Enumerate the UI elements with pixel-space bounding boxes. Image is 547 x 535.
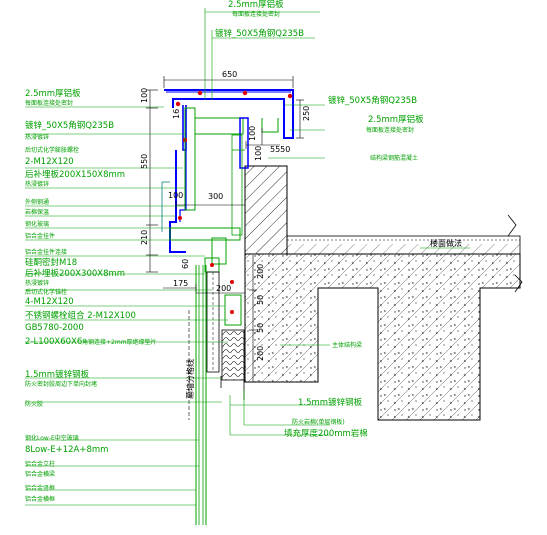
dim-50b: 50 bbox=[256, 323, 265, 333]
bolt-m18: 硅酮密封M18 bbox=[25, 257, 77, 268]
curtain-wall-mullion bbox=[195, 265, 220, 525]
r-plate-note: 每面板连接处密封 bbox=[366, 126, 414, 134]
steel-angle-frame bbox=[169, 107, 245, 326]
left-callouts: 2.5mm厚铝板 每面板连接处密封 镀锌_50X5角钢Q235B 热浸镀锌 后切… bbox=[25, 88, 157, 503]
dim-100d: 100 bbox=[254, 146, 263, 161]
r-galv: 1.5mm镀锌钢板 bbox=[298, 397, 363, 408]
r-angle: 镀锌_50X5角钢Q235B bbox=[328, 95, 417, 106]
top-plate-spec: 2.5mm厚铝板 bbox=[228, 0, 284, 10]
fire-seal: 铝合金挂件连接 bbox=[25, 248, 67, 256]
r-plate: 2.5mm厚铝板 bbox=[368, 114, 424, 125]
dim-175: 175 bbox=[173, 279, 188, 288]
gb-std: GB5780-2000 bbox=[25, 323, 84, 333]
fire-rock-wool bbox=[220, 329, 245, 400]
transom-note: 铝合金横框 bbox=[25, 495, 55, 503]
embed-plate2-note: 热浸镀锌 bbox=[25, 279, 49, 287]
dimension-lines bbox=[146, 76, 304, 383]
lowe-glass: 钢化Low-E中空玻璃 bbox=[25, 434, 79, 442]
dim-300: 300 bbox=[208, 192, 223, 201]
stone-wool: 岩棉保温 bbox=[25, 208, 49, 216]
alu-plate-spec: 2.5mm厚铝板 bbox=[25, 88, 81, 99]
angle-l100-note: 角钢连接+2mm厚绝缘垫片 bbox=[82, 338, 157, 346]
fireproof: 防火胶 bbox=[25, 400, 43, 408]
angle-steel: 镀锌_50X5角钢Q235B bbox=[25, 120, 114, 131]
joint: 铝合金挂件 bbox=[25, 232, 55, 240]
embed-plate: 后补埋板200X150X8mm bbox=[25, 169, 125, 180]
dim-650: 650 bbox=[222, 70, 237, 79]
dim-16: 16 bbox=[172, 109, 181, 119]
section-markers bbox=[161, 181, 190, 420]
dim-250: 250 bbox=[302, 106, 311, 121]
dim-100: 100 bbox=[140, 88, 149, 103]
r-structure: 结构梁钢筋混凝土 bbox=[370, 154, 418, 162]
dim-5550: 5550 bbox=[270, 145, 290, 154]
bolt-m12: 2-M12X120 bbox=[25, 157, 74, 167]
angle-steel-note: 热浸镀锌 bbox=[25, 133, 49, 141]
embed-plate2: 后补埋板200X300X8mm bbox=[25, 268, 125, 279]
top-labels: 2.5mm厚铝板 每面板连接处密封 镀锌_50X5角钢Q235B bbox=[215, 0, 304, 39]
dimension-text: 650 100 16 250 100 5550 100 550 100 300 … bbox=[140, 70, 311, 361]
mullion: 铝合金立柱 bbox=[25, 460, 55, 468]
dim-50a: 50 bbox=[256, 295, 265, 305]
r-fire2: 填充厚度200mm岩棉 bbox=[284, 428, 368, 439]
ss-bolt: 不锈钢螺栓组合 2-M12X100 bbox=[25, 310, 136, 321]
aluminium-coping-profile bbox=[164, 89, 294, 253]
top-plate-note: 每面板连接处密封 bbox=[232, 10, 280, 18]
dim-200b: 200 bbox=[256, 264, 265, 279]
galv-plate-note: 防火密封胶周边下单向封堵 bbox=[25, 380, 97, 388]
dim-60: 60 bbox=[181, 259, 190, 269]
dim-100c: 100 bbox=[168, 191, 183, 200]
r-floor: 楼面做法 bbox=[430, 238, 462, 248]
anchor-bolt-note: 后切式化学锚栓 bbox=[25, 288, 67, 296]
vertical-grid-label: 幕墙分格线 bbox=[185, 359, 195, 399]
r-fire1: 防火岩棉(单层钢板) bbox=[292, 418, 345, 426]
alu-plate-note: 每面板连接处密封 bbox=[25, 99, 73, 107]
transom: 铝合金竖框 bbox=[25, 484, 55, 492]
angle-l100: 2-L100X60X6 bbox=[25, 337, 82, 347]
dim-550: 550 bbox=[140, 154, 149, 169]
expansion-bolt-note: 后切式化学膨胀螺栓 bbox=[25, 146, 79, 154]
concrete-beam bbox=[244, 165, 523, 421]
dim-100b: 100 bbox=[248, 126, 257, 141]
leader-lines bbox=[25, 8, 470, 506]
dim-200c: 200 bbox=[256, 346, 265, 361]
dim-210: 210 bbox=[140, 230, 149, 245]
embed-plate-note: 热浸镀锌 bbox=[25, 180, 49, 188]
r-concrete: 主体结构梁 bbox=[332, 341, 362, 349]
bolt-m12b: 4-M12X120 bbox=[25, 297, 74, 307]
steel-channel-label: 镀锌_50X5角钢Q235B bbox=[215, 28, 304, 39]
steel-flat: 钢化玻璃 bbox=[25, 220, 49, 228]
right-callouts: 镀锌_50X5角钢Q235B 2.5mm厚铝板 每面板连接处密封 结构梁钢筋混凝… bbox=[284, 95, 462, 439]
galv-plate: 1.5mm镀锌钢板 bbox=[25, 369, 90, 380]
keel: 外侧钢通 bbox=[25, 198, 49, 206]
glass-spec: 8Low-E+12A+8mm bbox=[25, 445, 108, 455]
mullion-note: 铝合金横梁 bbox=[25, 470, 55, 478]
dim-200a: 200 bbox=[216, 284, 231, 293]
